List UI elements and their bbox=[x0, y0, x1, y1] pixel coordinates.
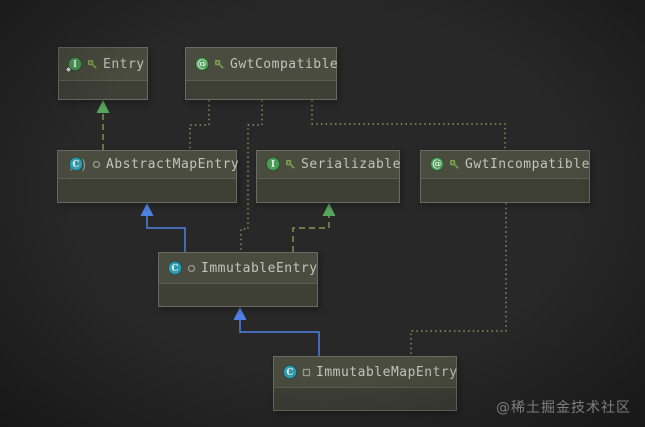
class-icon: C bbox=[166, 260, 182, 277]
extends-arrowhead-icon bbox=[233, 307, 247, 320]
class-node-serializable[interactable]: I Serializable bbox=[256, 150, 400, 203]
node-header: ()C AbstractMapEntry bbox=[58, 151, 240, 179]
abstract-class-icon: ()C bbox=[65, 156, 87, 173]
annotation-icon: @ bbox=[193, 56, 209, 73]
package-visibility-icon bbox=[92, 160, 101, 169]
node-header: I Entry bbox=[59, 48, 147, 81]
class-node-immutable-map-entry[interactable]: C ImmutableMapEntry bbox=[273, 356, 457, 411]
node-members-section bbox=[274, 388, 456, 410]
edge-gwt-compatible-to-gwt-incompatible bbox=[311, 100, 506, 150]
edge-immutable-map-entry-to-immutable-entry bbox=[233, 307, 320, 356]
node-label: Serializable bbox=[301, 157, 401, 172]
key-icon bbox=[87, 59, 98, 70]
class-node-gwt-compatible[interactable]: @ GwtCompatible bbox=[185, 47, 339, 100]
svg-text:C: C bbox=[72, 160, 79, 170]
svg-text:C: C bbox=[286, 368, 293, 378]
node-label: AbstractMapEntry bbox=[106, 157, 240, 172]
class-node-immutable-entry[interactable]: C ImmutableEntry bbox=[158, 252, 318, 307]
node-label: GwtIncompatible bbox=[465, 157, 590, 172]
implements-arrowhead-icon bbox=[96, 100, 110, 113]
node-label: GwtCompatible bbox=[230, 56, 339, 72]
edge-gwt-compatible-to-abstract-map-entry bbox=[189, 100, 210, 150]
key-icon bbox=[449, 159, 460, 170]
class-node-entry[interactable]: I Entry bbox=[58, 47, 148, 100]
key-icon bbox=[214, 59, 225, 70]
watermark: @稀土掘金技术社区 bbox=[496, 400, 631, 416]
edge-gwt-incompatible-to-immutable-map-entry bbox=[410, 203, 507, 356]
node-members-section bbox=[257, 179, 399, 202]
interface-icon: I bbox=[264, 156, 280, 173]
package-visibility-icon bbox=[302, 368, 311, 377]
key-icon bbox=[285, 159, 296, 170]
edge-immutable-entry-to-abstract-map-entry bbox=[140, 203, 186, 252]
node-header: C ImmutableMapEntry bbox=[274, 357, 458, 388]
extends-arrowhead-icon bbox=[140, 203, 154, 216]
node-members-section bbox=[58, 179, 236, 202]
node-members-section bbox=[59, 81, 147, 99]
class-node-abstract-map-entry[interactable]: ()C AbstractMapEntry bbox=[57, 150, 240, 203]
svg-text:@: @ bbox=[432, 159, 442, 170]
node-members-section bbox=[186, 81, 336, 99]
node-header: C ImmutableEntry bbox=[159, 253, 317, 284]
svg-text:): ) bbox=[80, 158, 87, 173]
node-header: @ GwtCompatible bbox=[186, 48, 339, 81]
class-node-gwt-incompatible[interactable]: @ GwtIncompatible bbox=[420, 150, 590, 203]
edge-immutable-entry-to-serializable bbox=[292, 203, 336, 252]
node-label: ImmutableMapEntry bbox=[316, 364, 458, 380]
svg-text:C: C bbox=[171, 264, 178, 274]
node-label: Entry bbox=[103, 56, 145, 72]
package-visibility-icon bbox=[187, 264, 196, 273]
edge-abstract-map-entry-to-entry bbox=[96, 100, 110, 150]
annotation-icon: @ bbox=[428, 156, 444, 173]
implements-arrowhead-icon bbox=[322, 203, 336, 216]
svg-text:I: I bbox=[73, 60, 77, 70]
svg-text:@: @ bbox=[197, 59, 207, 70]
node-header: @ GwtIncompatible bbox=[421, 151, 589, 179]
node-members-section bbox=[159, 284, 317, 306]
svg-text:I: I bbox=[271, 160, 275, 170]
node-label: ImmutableEntry bbox=[201, 260, 318, 276]
node-header: I Serializable bbox=[257, 151, 401, 179]
interface-icon: I bbox=[66, 56, 82, 73]
class-icon: C bbox=[281, 364, 297, 381]
node-members-section bbox=[421, 179, 589, 202]
